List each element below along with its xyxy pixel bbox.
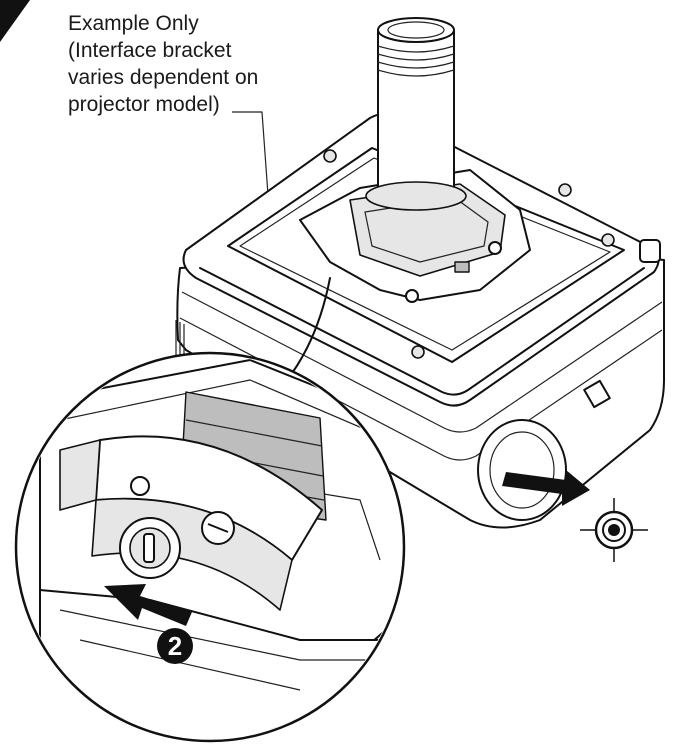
pipe-body: [377, 29, 455, 207]
callout-line-2: (Interface bracket: [68, 39, 232, 62]
callout-label: Example Only (Interface bracket varies d…: [68, 12, 258, 116]
step-number: 2: [168, 631, 182, 661]
screw-top-left: [323, 149, 337, 163]
step-badge: 2: [157, 628, 193, 664]
pull-arrow: [502, 470, 590, 506]
magnified-detail: [14, 351, 406, 743]
callout-line-3: varies dependent on: [68, 66, 258, 89]
lock-port-outer: [477, 419, 567, 521]
push-arrow: [104, 584, 192, 626]
screw-bottom: [411, 345, 425, 359]
screw-top-right: [558, 183, 572, 197]
pipe-collar: [365, 181, 467, 211]
extension-pipe: [365, 17, 467, 211]
corner-tab: [0, 0, 30, 42]
target-crosshair-icon: [580, 498, 648, 562]
step-badge-circle: [157, 628, 193, 664]
housing-rim: [199, 267, 645, 396]
callout-line-4: projector model): [68, 93, 220, 116]
callout-line-1: Example Only: [68, 12, 199, 35]
lock-port: [477, 419, 590, 521]
lug-right: [639, 239, 661, 263]
side-slot: [583, 379, 611, 409]
screw-right: [601, 233, 615, 247]
